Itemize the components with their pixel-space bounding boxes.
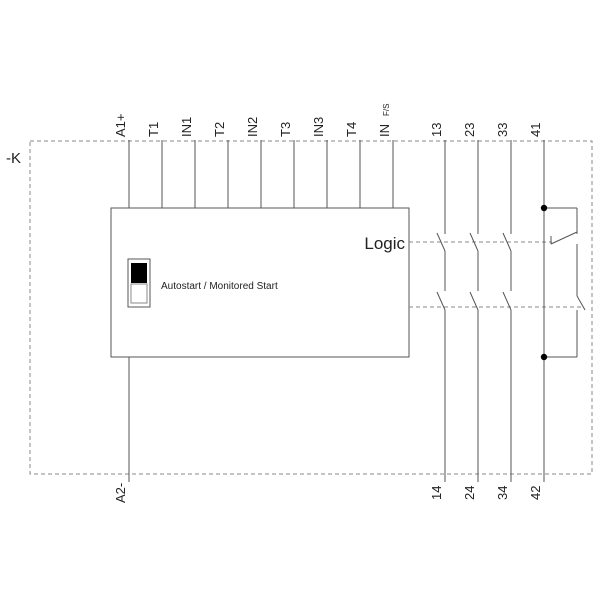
device-boundary: [29, 140, 593, 475]
top-terminal-labels: A1+ T1 IN1 T2 IN2 T3 IN3 T4 IN F/S A2-: [113, 104, 392, 503]
terminal-label-in1: IN1: [179, 117, 194, 137]
terminal-label-in: IN: [377, 124, 392, 137]
terminal-label-in3: IN3: [311, 117, 326, 137]
terminal-label-t3: T3: [278, 122, 293, 137]
mode-dip-switch: [127, 258, 151, 308]
terminal-label-41: 41: [528, 123, 543, 137]
switch-knob: [131, 263, 147, 283]
terminal-label-a1: A1+: [113, 114, 128, 138]
logic-block: [110, 207, 410, 358]
terminal-label-13: 13: [429, 123, 444, 137]
terminal-label-a2: A2-: [113, 483, 128, 503]
terminal-label-42: 42: [528, 486, 543, 500]
terminal-label-24: 24: [462, 486, 477, 500]
contact-41-42: [540, 140, 586, 482]
terminal-label-in-subscript: F/S: [382, 104, 391, 116]
terminal-label-in2: IN2: [245, 117, 260, 137]
terminal-label-23: 23: [462, 123, 477, 137]
terminal-label-t4: T4: [344, 122, 359, 137]
junction-dot-lower: [540, 353, 548, 361]
contact-33-34: [502, 140, 512, 482]
device-label: -K: [6, 150, 21, 167]
terminal-label-33: 33: [495, 123, 510, 137]
switch-label: Autostart / Monitored Start: [161, 281, 278, 292]
terminal-label-34: 34: [495, 486, 510, 500]
terminal-label-t1: T1: [146, 122, 161, 137]
terminal-label-t2: T2: [212, 122, 227, 137]
contact-23-24: [469, 140, 479, 482]
terminal-label-14: 14: [429, 486, 444, 500]
logic-label: Logic: [364, 234, 405, 253]
top-terminal-lines: [128, 140, 394, 208]
junction-dot-upper: [540, 204, 548, 212]
contact-terminal-labels: 13 23 33 41 14 24 34 42: [429, 123, 543, 500]
contact-13-14: [436, 140, 446, 482]
